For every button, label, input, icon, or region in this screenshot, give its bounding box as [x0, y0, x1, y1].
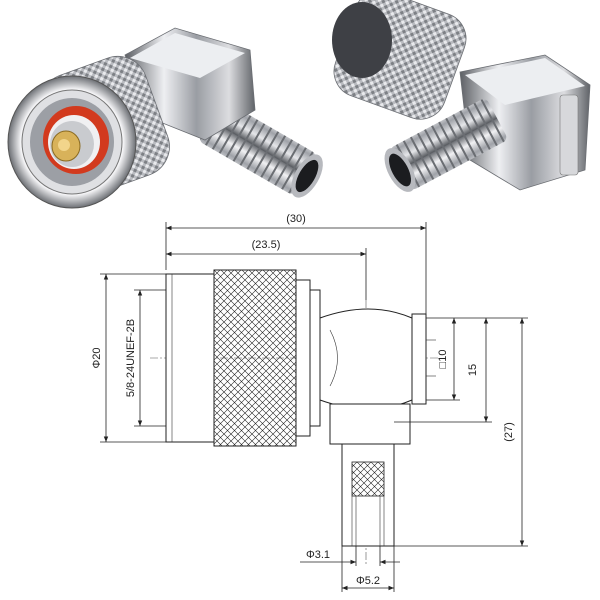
photo-left-connector [7, 27, 323, 209]
dim-height-15: 15 [467, 364, 479, 376]
dim-overall-height: (27) [503, 422, 515, 442]
photo-right-connector [332, 0, 591, 192]
technical-drawing: (30) (23.5) Φ20 5/8-24UNEF-2B □10 15 (27… [91, 213, 528, 592]
dim-outer-diameter: Φ5.2 [356, 575, 380, 587]
dim-body-diameter: Φ20 [91, 347, 103, 368]
dim-thread-spec: 5/8-24UNEF-2B [125, 319, 137, 397]
dim-overall-length: (30) [286, 213, 306, 225]
dim-inner-diameter: Φ3.1 [306, 549, 330, 561]
dim-hex-size: □10 [437, 350, 449, 369]
dim-body-length: (23.5) [252, 239, 281, 251]
